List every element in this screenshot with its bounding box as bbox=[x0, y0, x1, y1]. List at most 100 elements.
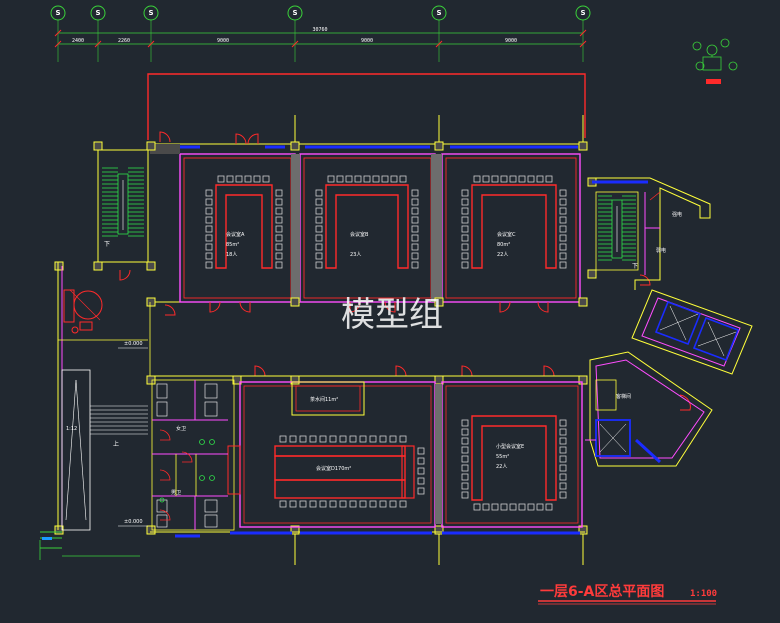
chair bbox=[417, 447, 425, 455]
chair bbox=[461, 234, 469, 242]
room-capacity: 22人 bbox=[496, 464, 507, 470]
chair bbox=[461, 252, 469, 260]
chair bbox=[309, 500, 317, 508]
chair bbox=[461, 482, 469, 490]
chair bbox=[315, 198, 323, 206]
chair bbox=[244, 175, 252, 183]
chair bbox=[411, 234, 419, 242]
chair bbox=[369, 435, 377, 443]
chair bbox=[379, 435, 387, 443]
chair bbox=[319, 500, 327, 508]
chair bbox=[500, 175, 508, 183]
chair bbox=[315, 207, 323, 215]
room-name: 男卫 bbox=[171, 490, 181, 496]
chair bbox=[417, 487, 425, 495]
chair bbox=[315, 243, 323, 251]
chair bbox=[559, 428, 567, 436]
chair bbox=[491, 503, 499, 511]
chair bbox=[509, 175, 517, 183]
chair bbox=[275, 261, 283, 269]
door-swings bbox=[119, 131, 691, 411]
drawing-scale: 1:100 bbox=[690, 589, 717, 599]
chair bbox=[315, 189, 323, 197]
chair bbox=[205, 261, 213, 269]
entrance-ramp: 1:12 上 bbox=[39, 369, 148, 560]
chair bbox=[461, 216, 469, 224]
chair bbox=[559, 482, 567, 490]
chair bbox=[309, 435, 317, 443]
room-capacity: 22人 bbox=[497, 252, 508, 258]
room-name: 女卫 bbox=[176, 425, 186, 432]
chairs bbox=[205, 175, 567, 511]
chair bbox=[289, 435, 297, 443]
chair bbox=[205, 216, 213, 224]
drawing-title: 一层6-A区总平面图 bbox=[540, 583, 664, 600]
chair bbox=[536, 175, 544, 183]
room-name: 强电 bbox=[672, 211, 682, 218]
room-name: 茶水间11m² bbox=[310, 396, 338, 403]
chair bbox=[559, 419, 567, 427]
room-area: 85m² bbox=[226, 242, 239, 248]
chair bbox=[461, 428, 469, 436]
chair bbox=[253, 175, 261, 183]
chair bbox=[461, 437, 469, 445]
chair bbox=[417, 467, 425, 475]
chair bbox=[509, 503, 517, 511]
mullions bbox=[294, 115, 584, 565]
chair bbox=[205, 189, 213, 197]
chair bbox=[389, 500, 397, 508]
room-area: 55m² bbox=[496, 454, 509, 460]
chair bbox=[411, 243, 419, 251]
site-boundary bbox=[147, 73, 586, 140]
chair bbox=[359, 500, 367, 508]
chair bbox=[205, 243, 213, 251]
chair bbox=[359, 435, 367, 443]
dimension-segment: 9000 bbox=[361, 38, 373, 44]
stair-down-label: 下 bbox=[632, 263, 638, 270]
title-block: 一层6-A区总平面图 1:100 bbox=[538, 583, 717, 605]
room-capacity: 23人 bbox=[350, 252, 361, 258]
chair bbox=[315, 234, 323, 242]
chair bbox=[372, 175, 380, 183]
chair bbox=[349, 435, 357, 443]
chair bbox=[336, 175, 344, 183]
chair bbox=[349, 500, 357, 508]
chair bbox=[473, 175, 481, 183]
chair bbox=[205, 225, 213, 233]
room-name: 会议室D170m² bbox=[316, 465, 351, 472]
grid-axis-bubbles: S S S S S S bbox=[50, 5, 591, 62]
dimension-segment: 2260 bbox=[118, 38, 130, 44]
dimension-lines: 30760 2400 2260 9000 9000 9000 bbox=[54, 27, 587, 48]
chair bbox=[417, 457, 425, 465]
dimension-segment: 9000 bbox=[217, 38, 229, 44]
chair bbox=[559, 455, 567, 463]
room-name: 会议室B bbox=[350, 231, 369, 238]
chair bbox=[275, 243, 283, 251]
right-wing: 下 强电 弱电 客梯间 bbox=[585, 177, 753, 467]
grid-axis-label: S bbox=[580, 9, 585, 17]
chair bbox=[275, 216, 283, 224]
chair bbox=[559, 252, 567, 260]
chair bbox=[559, 437, 567, 445]
chair bbox=[559, 446, 567, 454]
left-perimeter: ±0.000 ±0.000 bbox=[57, 262, 151, 530]
lower-wing-walls bbox=[150, 375, 585, 538]
grid-axis-bubble: S bbox=[575, 5, 591, 21]
room-name: 客梯间 bbox=[616, 393, 631, 400]
chair bbox=[411, 261, 419, 269]
grid-axis-label: S bbox=[55, 9, 60, 17]
elevation-label: ±0.000 bbox=[124, 341, 143, 347]
chair bbox=[339, 500, 347, 508]
chair bbox=[279, 435, 287, 443]
chair bbox=[411, 189, 419, 197]
chair bbox=[399, 435, 407, 443]
chair bbox=[329, 500, 337, 508]
chair bbox=[275, 225, 283, 233]
chair bbox=[327, 175, 335, 183]
chair bbox=[559, 198, 567, 206]
room-capacity: 18人 bbox=[226, 252, 237, 258]
grid-axis-bubble: S bbox=[90, 5, 106, 21]
chair bbox=[473, 503, 481, 511]
grid-axis-label: S bbox=[292, 9, 297, 17]
conference-tables bbox=[215, 184, 557, 269]
